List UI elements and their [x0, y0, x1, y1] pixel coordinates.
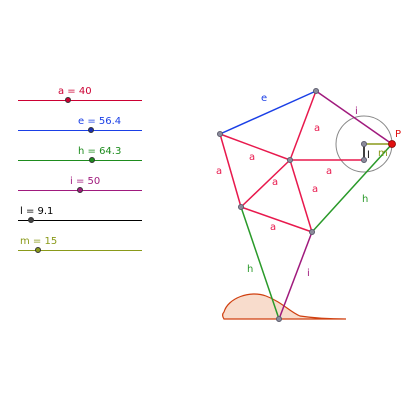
label-a-2: a: [249, 152, 255, 163]
slider-i[interactable]: i = 50: [18, 176, 142, 196]
segment-i-2: [278, 231, 313, 320]
segments-a: [219, 90, 364, 233]
slider-l-knob[interactable]: [28, 217, 34, 223]
label-a-4: a: [326, 166, 332, 177]
point-bottom[interactable]: [275, 315, 282, 322]
label-a-3: a: [314, 123, 320, 134]
label-l: l: [367, 150, 370, 161]
point-left[interactable]: [216, 130, 223, 137]
point-p[interactable]: [388, 140, 396, 148]
label-a-7: a: [272, 177, 278, 188]
segment-a-3: [289, 90, 317, 161]
slider-e[interactable]: e = 56.4: [18, 116, 142, 136]
slider-l-label: l = 9.1: [20, 206, 54, 217]
slider-h[interactable]: h = 64.3: [18, 146, 142, 166]
point-mid-right[interactable]: [308, 228, 315, 235]
segment-a-2: [219, 133, 291, 161]
segment-a-6: [240, 206, 313, 233]
slider-a-track[interactable]: [18, 100, 142, 101]
slider-l[interactable]: l = 9.1: [18, 206, 142, 226]
label-i-2: i: [307, 268, 310, 279]
label-a-5: a: [312, 184, 318, 195]
slider-h-knob[interactable]: [89, 157, 95, 163]
label-h-2: h: [362, 194, 368, 205]
slider-l-track[interactable]: [18, 220, 142, 221]
slider-h-label: h = 64.3: [78, 146, 122, 157]
slider-i-label: i = 50: [70, 176, 101, 187]
segment-e: [219, 90, 317, 135]
slider-m-knob[interactable]: [35, 247, 41, 253]
label-a-6: a: [270, 222, 276, 233]
point-pivot[interactable]: [360, 140, 367, 147]
label-e: e: [261, 93, 267, 104]
label-h-1: h: [247, 264, 253, 275]
point-center[interactable]: [286, 156, 293, 163]
slider-e-knob[interactable]: [88, 127, 94, 133]
slider-m[interactable]: m = 15: [18, 236, 142, 256]
slider-m-track[interactable]: [18, 250, 142, 251]
point-mid-left[interactable]: [237, 203, 244, 210]
segment-h-2: [311, 143, 393, 233]
segment-a-7: [240, 159, 291, 208]
slider-e-track[interactable]: [18, 130, 142, 131]
slider-a-label: a = 40: [58, 86, 92, 97]
slider-h-track[interactable]: [18, 160, 142, 161]
label-a-1: a: [216, 166, 222, 177]
segment-i-1: [315, 90, 393, 145]
label-m: m: [378, 148, 388, 159]
segment-a-5: [289, 159, 313, 233]
slider-i-knob[interactable]: [77, 187, 83, 193]
slider-a-knob[interactable]: [65, 97, 71, 103]
point-top[interactable]: [312, 88, 319, 95]
linkage-points: [216, 88, 367, 322]
label-i-1: i: [355, 106, 358, 117]
label-p: P: [395, 129, 401, 140]
point-right-lower[interactable]: [360, 156, 367, 163]
slider-e-label: e = 56.4: [78, 116, 122, 127]
slider-m-label: m = 15: [20, 236, 58, 247]
segment-labels: e a a a a a a a i i h h l m P: [216, 93, 401, 279]
segment-a-1: [219, 133, 242, 208]
slider-a[interactable]: a = 40: [18, 86, 142, 106]
segment-h-1: [240, 206, 280, 320]
